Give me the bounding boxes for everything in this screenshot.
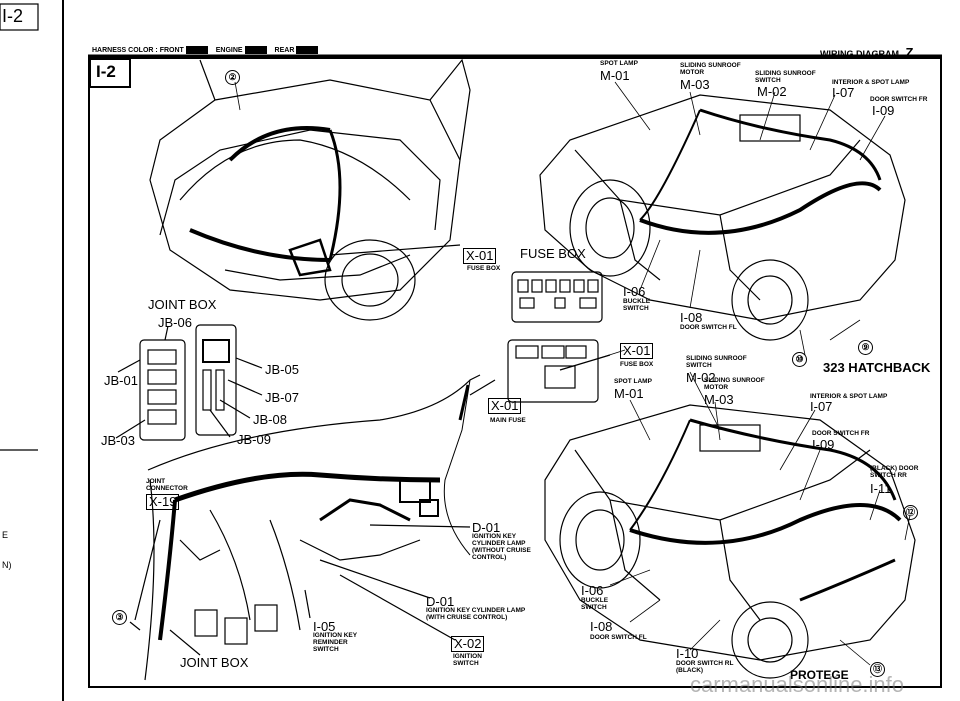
i08-code-2: I-08 (590, 619, 613, 634)
engine-swatch (244, 46, 267, 54)
side-tab-mark-e: E (2, 530, 9, 540)
i09-code-2: I-09 (812, 437, 835, 452)
engine-bay-car-drawing (149, 58, 471, 321)
sliding-motor-desc-2: SLIDING SUNROOF MOTOR (704, 377, 765, 391)
harness-color-legend: HARNESS COLOR : FRONT ENGINE REAR (92, 46, 324, 54)
wiring-diagram-title: WIRING DIAGRAM (820, 49, 899, 59)
jb07-label: JB-07 (265, 390, 299, 405)
m02-code-1: M-02 (757, 84, 787, 99)
i10-code: I-10 (676, 646, 699, 661)
d01-desc-2: IGNITION KEY CYLINDER LAMP (WITH CRUISE … (426, 607, 526, 621)
joint-box-bottom-label: JOINT BOX (180, 655, 249, 670)
side-tab-mark-n: N) (2, 560, 12, 570)
door-switch-fl-desc-2: DOOR SWITCH FL (590, 634, 647, 641)
d01-code-2: D-01 (426, 594, 455, 609)
door-switch-rl-desc: DOOR SWITCH RL (BLACK) (676, 660, 734, 674)
model-name-footer: PROTEGE (790, 668, 849, 682)
harness-color-label: HARNESS COLOR : (92, 46, 158, 54)
interior-lamp-desc-2: INTERIOR & SPOT LAMP (810, 393, 888, 400)
callout-10: ⑩ (792, 352, 807, 367)
fuse-box-drawing (507, 271, 611, 403)
callout-12: ⑫ (903, 505, 918, 520)
callout-2: ② (225, 70, 240, 85)
door-switch-fr-desc-2: DOOR SWITCH FR (812, 430, 870, 437)
jb05-label: JB-05 (265, 362, 299, 377)
front-label: FRONT (159, 46, 184, 54)
door-switch-fr-desc-1: DOOR SWITCH FR (870, 96, 928, 103)
i07-code-2: I-07 (810, 399, 833, 414)
spot-lamp-desc-2: SPOT LAMP (614, 378, 652, 385)
side-tab-label: I-2 (2, 6, 24, 26)
title-letter: Z (905, 45, 914, 60)
i05-code: I-05 (313, 619, 336, 634)
leader-lines (234, 81, 911, 666)
spot-lamp-desc-1: SPOT LAMP (600, 60, 638, 67)
x01-main-fuse-code: X-01 (488, 398, 522, 414)
callout-3: ③ (112, 610, 127, 625)
jb09-label: JB-09 (237, 432, 271, 447)
x01-fuse-box-desc: FUSE BOX (467, 265, 501, 272)
engine-label: ENGINE (215, 46, 243, 54)
rear-label: REAR (274, 46, 295, 54)
buckle-switch-desc-2: BUCKLE SWITCH (581, 597, 609, 611)
jb03-label: JB-03 (101, 433, 135, 448)
i05-desc: IGNITION KEY REMINDER SWITCH (313, 632, 357, 653)
joint-connector-desc: JOINT CONNECTOR (146, 478, 188, 492)
d01-desc-1: IGNITION KEY CYLINDER LAMP (WITHOUT CRUI… (472, 533, 531, 561)
callout-9: ⑨ (858, 340, 873, 355)
m03-code-2: M-03 (704, 392, 734, 407)
fuse-box-title: FUSE BOX (520, 246, 586, 261)
model-title: 323 HATCHBACK (823, 360, 931, 375)
m02-code-2: M-02 (686, 370, 716, 385)
i11-code: I-11 (870, 481, 892, 496)
front-swatch (185, 46, 208, 54)
hatchback-car-top-drawing (539, 94, 906, 341)
m01-code-1: M-01 (600, 68, 630, 83)
x02-desc: IGNITION SWITCH (453, 653, 482, 667)
i06-code-1: I-06 (623, 284, 646, 299)
callout-13: ⑬ (870, 662, 885, 677)
sliding-switch-desc-2: SLIDING SUNROOF SWITCH (686, 355, 747, 369)
sliding-switch-desc-1: SLIDING SUNROOF SWITCH (755, 70, 816, 84)
joint-box-drawing (115, 324, 263, 441)
door-switch-rr-desc: (BLACK) DOOR SWITCH RR (870, 465, 919, 479)
i06-code-2: I-06 (581, 583, 604, 598)
x19-code: X-19 (146, 494, 180, 510)
m01-code-2: M-01 (614, 386, 644, 401)
x01-fuse-box-code: X-01 (463, 248, 497, 264)
jb08-label: JB-08 (253, 412, 287, 427)
dashboard-harness-drawing (129, 374, 496, 681)
m03-code-1: M-03 (680, 77, 710, 92)
jb06-label: JB-06 (158, 315, 192, 330)
x01-fuse-box-code-2: X-01 (620, 343, 654, 359)
x01-fuse-box-desc-2: FUSE BOX (620, 361, 654, 368)
page-id-frame (89, 58, 131, 88)
x01-main-fuse-desc: MAIN FUSE (490, 417, 526, 424)
i08-code-1: I-08 (680, 310, 703, 325)
i09-code-1: I-09 (872, 103, 895, 118)
buckle-switch-desc-1: BUCKLE SWITCH (623, 298, 651, 312)
interior-lamp-desc-1: INTERIOR & SPOT LAMP (832, 79, 910, 86)
joint-box-title: JOINT BOX (148, 297, 217, 312)
rear-swatch (296, 46, 319, 54)
main-frame (88, 57, 942, 688)
i07-code-1: I-07 (832, 85, 855, 100)
d01-code-1: D-01 (472, 520, 501, 535)
x02-code: X-02 (451, 636, 485, 652)
door-switch-fl-desc-1: DOOR SWITCH FL (680, 324, 737, 331)
page-id: I-2 (96, 62, 116, 81)
sliding-motor-desc-1: SLIDING SUNROOF MOTOR (680, 62, 741, 76)
side-tab-frame (0, 3, 39, 31)
watermark: carmanualsonline.info (690, 672, 905, 697)
jb01-label: JB-01 (104, 373, 138, 388)
page-header-title: WIRING DIAGRAM Z (820, 45, 913, 60)
